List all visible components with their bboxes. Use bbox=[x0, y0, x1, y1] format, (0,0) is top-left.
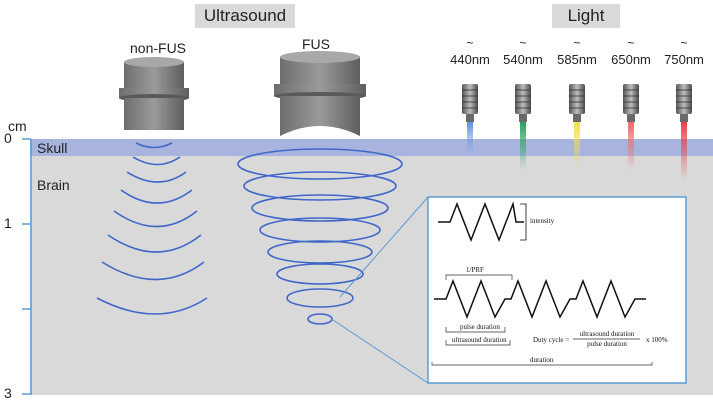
duration-label: duration bbox=[530, 356, 554, 364]
duty-cycle-multiplier: x 100% bbox=[646, 336, 668, 344]
duty-cycle-denominator: pulse duration bbox=[587, 340, 627, 348]
led-fiber-3 bbox=[623, 84, 639, 170]
duty-cycle-numerator: ultrasound duration bbox=[579, 330, 635, 338]
light-wavelength-1: 540nm bbox=[503, 52, 543, 67]
skull-label: Skull bbox=[37, 140, 68, 156]
non-fus-transducer bbox=[119, 57, 189, 130]
light-tilde-3: ~ bbox=[627, 36, 635, 50]
duty-cycle-label: Duty cycle = bbox=[533, 336, 570, 344]
pulse-duration-label: pulse duration bbox=[460, 323, 500, 331]
light-beam-3 bbox=[628, 122, 634, 170]
light-wavelength-0: 440nm bbox=[450, 52, 490, 67]
light-beam-2 bbox=[574, 122, 580, 170]
light-wavelength-4: 750nm bbox=[664, 52, 704, 67]
intensity-waveform bbox=[438, 201, 524, 243]
light-beam-0 bbox=[467, 122, 473, 154]
led-fiber-2 bbox=[569, 84, 585, 170]
ultrasound-duration-label: ultrasound duration bbox=[452, 336, 507, 344]
depth-axis bbox=[22, 138, 32, 395]
led-fiber-1 bbox=[515, 84, 531, 170]
depth-tick-0: 0 bbox=[4, 130, 12, 146]
light-header: Light bbox=[552, 4, 620, 28]
fus-focal-rings bbox=[237, 148, 403, 325]
led-fiber-4 bbox=[676, 84, 692, 180]
light-wavelength-2: 585nm bbox=[557, 52, 597, 67]
brain-label: Brain bbox=[37, 177, 70, 193]
depth-tick-1: 1 bbox=[4, 215, 12, 231]
light-tilde-4: ~ bbox=[680, 36, 688, 50]
pulse-train-waveform bbox=[434, 278, 646, 320]
light-beam-4 bbox=[681, 122, 687, 180]
depth-unit-label: cm bbox=[8, 118, 27, 134]
pulse-inset-panel bbox=[427, 196, 687, 384]
light-beam-1 bbox=[520, 122, 526, 170]
skull-layer bbox=[30, 139, 713, 156]
prf-label: 1/PRF bbox=[466, 266, 484, 274]
light-tilde-1: ~ bbox=[519, 36, 527, 50]
led-fiber-0 bbox=[462, 84, 478, 154]
light-wavelength-3: 650nm bbox=[611, 52, 651, 67]
depth-tick-3: 3 bbox=[4, 385, 12, 401]
fus-label: FUS bbox=[302, 36, 330, 52]
light-tilde-0: ~ bbox=[466, 36, 474, 50]
inset-connector-lines bbox=[332, 196, 429, 384]
intensity-label: intensity bbox=[530, 217, 555, 225]
non-fus-label: non-FUS bbox=[130, 40, 187, 56]
non-fus-waves bbox=[96, 142, 208, 315]
ultrasound-header: Ultrasound bbox=[195, 4, 295, 28]
light-tilde-2: ~ bbox=[573, 36, 581, 50]
fus-transducer bbox=[274, 51, 366, 136]
